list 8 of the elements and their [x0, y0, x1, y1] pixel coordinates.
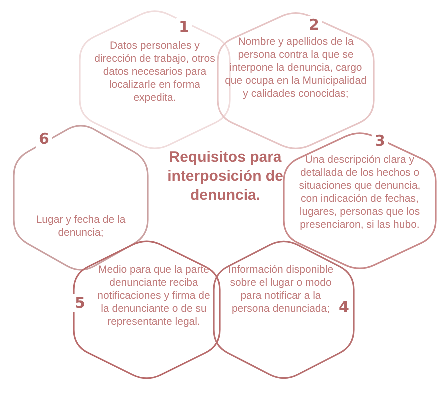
step-number: 6: [36, 130, 52, 148]
requirement-text: Una descripción clara y detallada de los hechos o situaciones que denuncia, con indicación de fechas, lugares, personas que los presenciaron, si las hubo.: [298, 154, 422, 232]
requirement-text: Medio para que la parte denunciante reciba notificaciones y firma de la denunciante o de su representante legal.: [96, 264, 212, 329]
requirement-text: Lugar y fecha de la denuncia;: [35, 214, 127, 240]
requirement-text: Nombre y apellidos de la persona contra la que se interpone la denuncia, cargo que ocupa en la Municipalidad y calidades conocidas;: [224, 36, 368, 101]
requirement-text: Información disponible sobre el lugar o modo para notificar a la persona denunciada;: [228, 264, 334, 316]
requirement-text: Datos personales y dirección de trabajo, otros datos necesarios para localizarle en forma expedita.: [94, 40, 216, 105]
diagram-title: Requisitos para interposición de denuncia.: [166, 148, 284, 205]
